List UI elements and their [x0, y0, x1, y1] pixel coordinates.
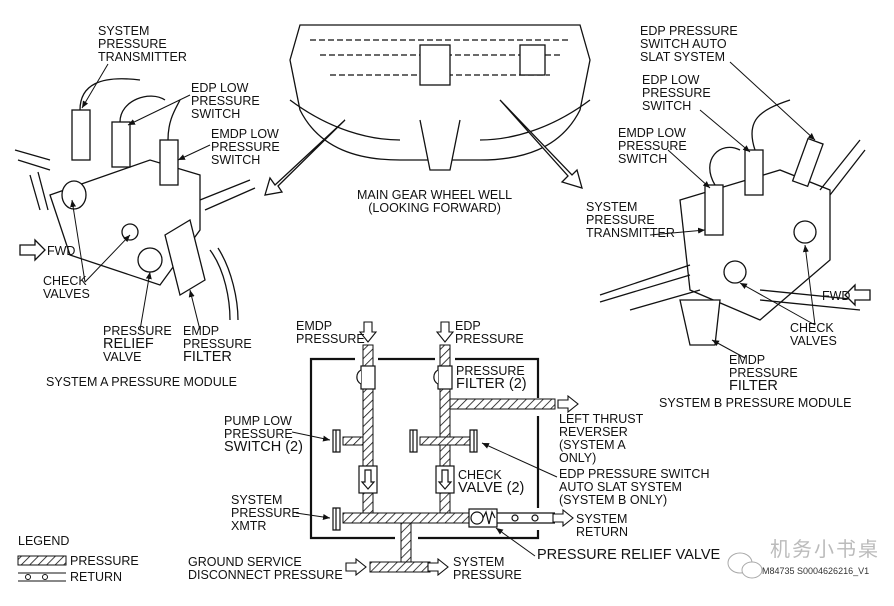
pressure-xmtr	[332, 507, 341, 531]
flow-arrows	[345, 321, 579, 577]
legend-pressure: PRESSURE	[70, 554, 139, 568]
wheel-well-illustration	[264, 24, 591, 196]
system-a-leader-lines	[70, 63, 211, 331]
edp-auto-slat-switch	[469, 429, 478, 453]
edp-filter	[437, 365, 453, 390]
legend-return: RETURN	[70, 570, 123, 584]
watermark: 机务小书桌	[770, 539, 880, 561]
edp-low-switch	[409, 429, 418, 453]
figure-id: M84735 S0004626216_V1	[762, 566, 870, 576]
label-relief-valve: PRESSURE RELIEF VALVE	[537, 547, 721, 563]
system-a-module-illustration	[14, 78, 256, 321]
legend-title: LEGEND	[18, 534, 70, 548]
emdp-low-switch	[332, 429, 341, 453]
label-system-a-fwd: FWD	[47, 244, 76, 258]
thrust-reverser-line	[449, 398, 556, 410]
legend-symbols	[17, 555, 67, 582]
title-system-b: SYSTEM B PRESSURE MODULE	[659, 396, 852, 410]
schematic	[291, 321, 579, 577]
ground-service-line	[369, 561, 431, 573]
label-wheel-well: MAIN GEAR WHEEL WELL(LOOKING FORWARD)	[357, 188, 513, 215]
title-system-a: SYSTEM A PRESSURE MODULE	[46, 375, 238, 389]
system-b-module-illustration	[599, 99, 871, 346]
emdp-filter	[360, 365, 376, 390]
label-system-b-fwd: FWD	[822, 289, 851, 303]
system-pressure-manifold	[342, 512, 471, 524]
system-b-leader-lines	[649, 61, 816, 359]
watermark-logo-icon	[727, 552, 763, 579]
